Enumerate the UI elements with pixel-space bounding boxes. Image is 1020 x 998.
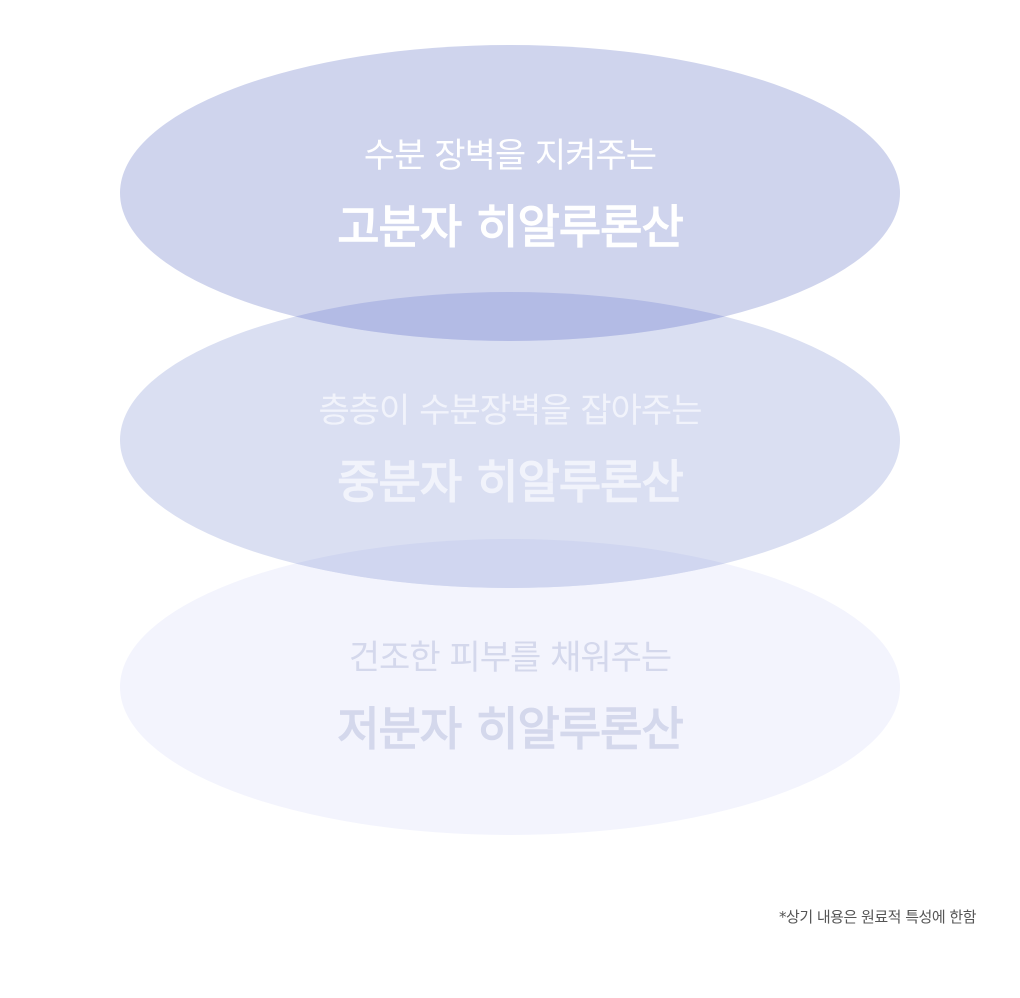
- medium-molecular-title: 중분자 히알루론산: [337, 455, 684, 509]
- high-molecular-ellipse: [120, 45, 900, 341]
- medium-molecular-ellipse: [120, 292, 900, 588]
- high-molecular-subtitle: 수분 장벽을 지켜주는: [363, 136, 657, 176]
- footnote: *상기 내용은 원료적 특성에 한함: [779, 908, 976, 926]
- high-molecular-label: 수분 장벽을 지켜주는 고분자 히알루론산: [120, 128, 900, 257]
- high-molecular-title: 고분자 히알루론산: [337, 200, 684, 254]
- low-molecular-ellipse: [120, 539, 900, 835]
- low-molecular-subtitle: 건조한 피부를 채워주는: [348, 638, 672, 678]
- low-molecular-label: 건조한 피부를 채워주는 저분자 히알루론산: [120, 630, 900, 759]
- medium-molecular-label: 층층이 수분장벽을 잡아주는 중분자 히알루론산: [120, 383, 900, 512]
- medium-molecular-subtitle: 층층이 수분장벽을 잡아주는: [318, 391, 703, 431]
- low-molecular-title: 저분자 히알루론산: [337, 702, 684, 756]
